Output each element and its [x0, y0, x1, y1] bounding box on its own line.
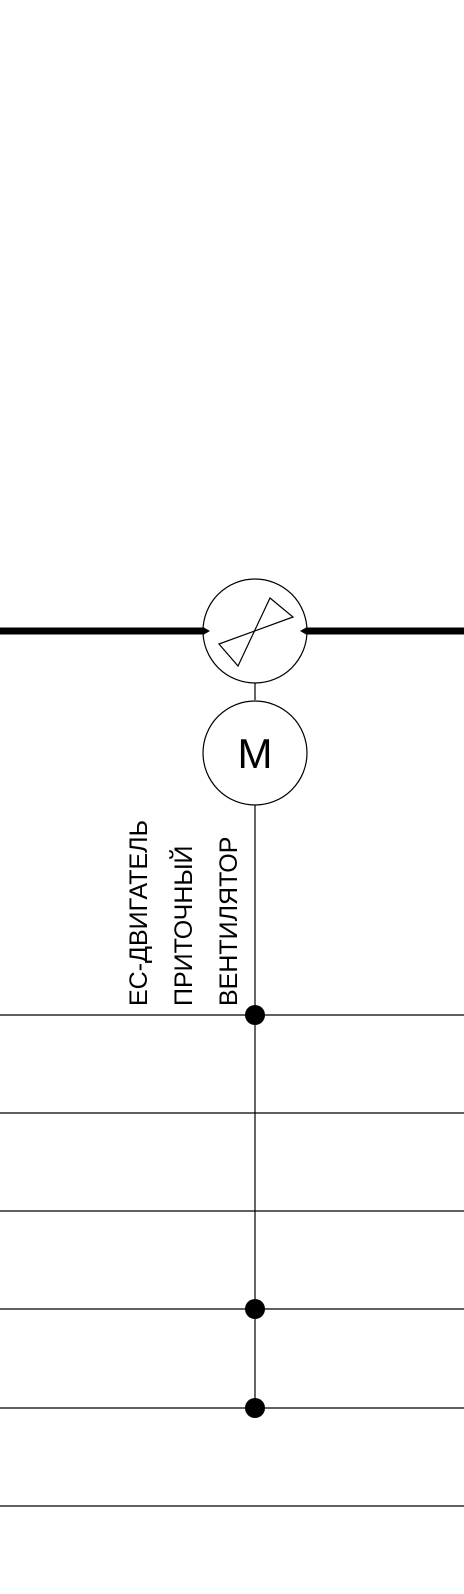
fan-symbol-icon	[202, 578, 308, 684]
label-line-3: ВЕНТИЛЯТОР	[215, 837, 243, 1006]
junction-dot-icon	[245, 1398, 265, 1418]
junction-dot-icon	[245, 1299, 265, 1319]
junction-dot-icon	[245, 1005, 265, 1025]
motor-icon: М	[202, 700, 308, 806]
label-line-2: ПРИТОЧНЫЙ	[168, 846, 198, 1006]
motor-letter: М	[238, 730, 273, 777]
label-line-1: ЕС-ДВИГАТЕЛЬ	[125, 820, 153, 1006]
